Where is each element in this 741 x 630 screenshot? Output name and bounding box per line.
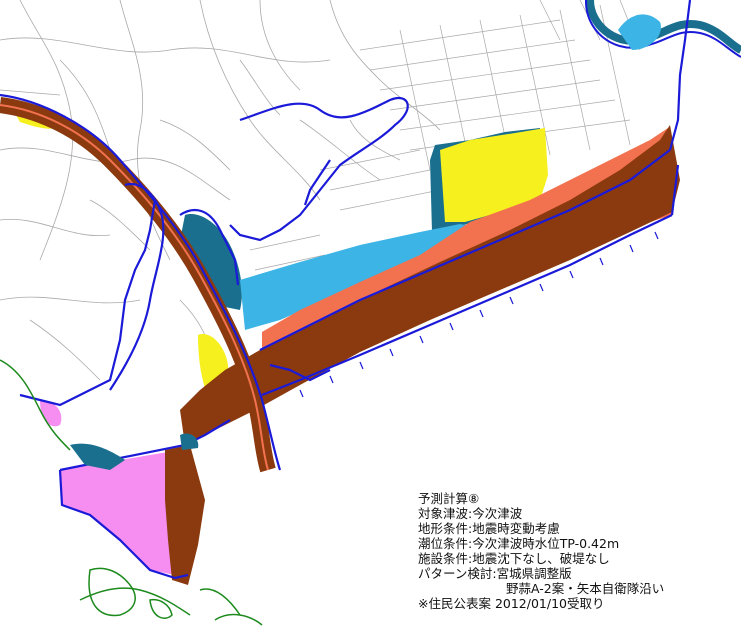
legend-facility-condition: 施設条件:地震沈下なし、破堤なし [418,551,610,566]
dark-patch-small [180,433,199,450]
brown-coastal-band [180,125,680,445]
legend-title: 予測計算⑧ [418,491,480,506]
yellow-zone [440,128,548,222]
legend-panel: 予測計算⑧ 対象津波:今次津波 地形条件:地震時変動考慮 潮位条件:今次津波時水… [418,491,736,611]
cyan-zone [240,224,480,330]
legend-terrain-condition: 地形条件:地震時変動考慮 [418,521,560,536]
coast-tick-marks [299,231,659,398]
legend-tide-condition: 潮位条件:今次津波時水位TP-0.42m [418,536,620,551]
cyan-shallow-upper-right [618,14,661,51]
river-upper-right [586,0,741,54]
town-grid [249,0,641,291]
teal-zone-west [180,214,242,310]
green-coastline [0,359,263,626]
legend-target-tsunami: 対象津波:今次津波 [418,506,523,521]
legend-pattern-detail: 野蒜A-2案・矢本自衛隊沿い [506,581,665,596]
river-boundary-upper-right [584,0,741,58]
dark-patch [70,443,125,470]
legend-pattern: パターン検討:宮城県調整版 [418,566,572,581]
legend-note: ※住民公表案 2012/01/10受取り [418,596,605,611]
brown-coastal-band-south [165,445,205,585]
road-network [0,0,441,381]
river-bank-outline [0,104,269,471]
pink-zone-coast [60,450,190,575]
